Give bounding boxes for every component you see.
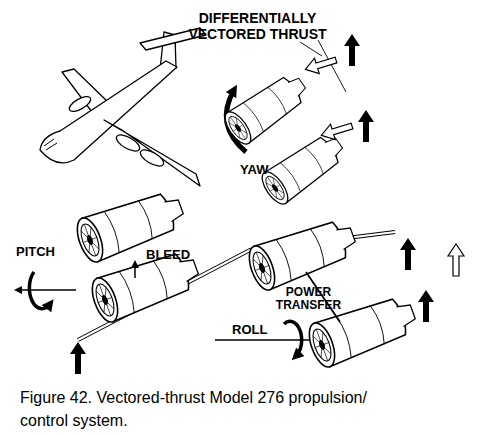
thrust-arrow: [358, 110, 374, 142]
engine: [244, 213, 360, 293]
bleed-arrow: [70, 342, 86, 374]
thrust-arrow: [448, 244, 464, 276]
roll-group: [215, 213, 464, 370]
pitch-axis: [18, 289, 76, 291]
thrust-arrow: [418, 290, 434, 322]
callout-label: DIFFERENTIALLY VECTORED THRUST: [175, 10, 340, 42]
callout-label: BLEED: [146, 247, 216, 262]
vectored-arrow: [303, 52, 338, 77]
yaw-group: [220, 34, 374, 208]
roll-arrow: [284, 321, 302, 356]
callout-label: ROLL: [232, 322, 292, 337]
fuselage: [40, 61, 177, 163]
pitch-arrow: [29, 272, 50, 309]
callout-label: POWER TRANSFER: [266, 286, 351, 312]
wing-engine: [67, 94, 93, 115]
thrust-arrow: [344, 34, 360, 66]
callout-label: PITCH: [16, 244, 86, 259]
thrust-arrow: [400, 238, 416, 270]
near-wing: [104, 120, 200, 186]
callout-label: YAW: [240, 162, 300, 177]
wing-engine: [114, 132, 142, 155]
bleed-flow-arrow: [134, 264, 136, 278]
vectored-arrow: [319, 118, 354, 143]
figure-caption: Figure 42. Vectored-thrust Model 276 pro…: [20, 386, 405, 432]
leader-line: [300, 40, 346, 92]
nacelle: [220, 68, 312, 148]
roll-axis: [215, 339, 312, 341]
wing-engine: [138, 147, 166, 170]
cockpit-window: [44, 139, 57, 150]
aircraft: [40, 28, 206, 186]
